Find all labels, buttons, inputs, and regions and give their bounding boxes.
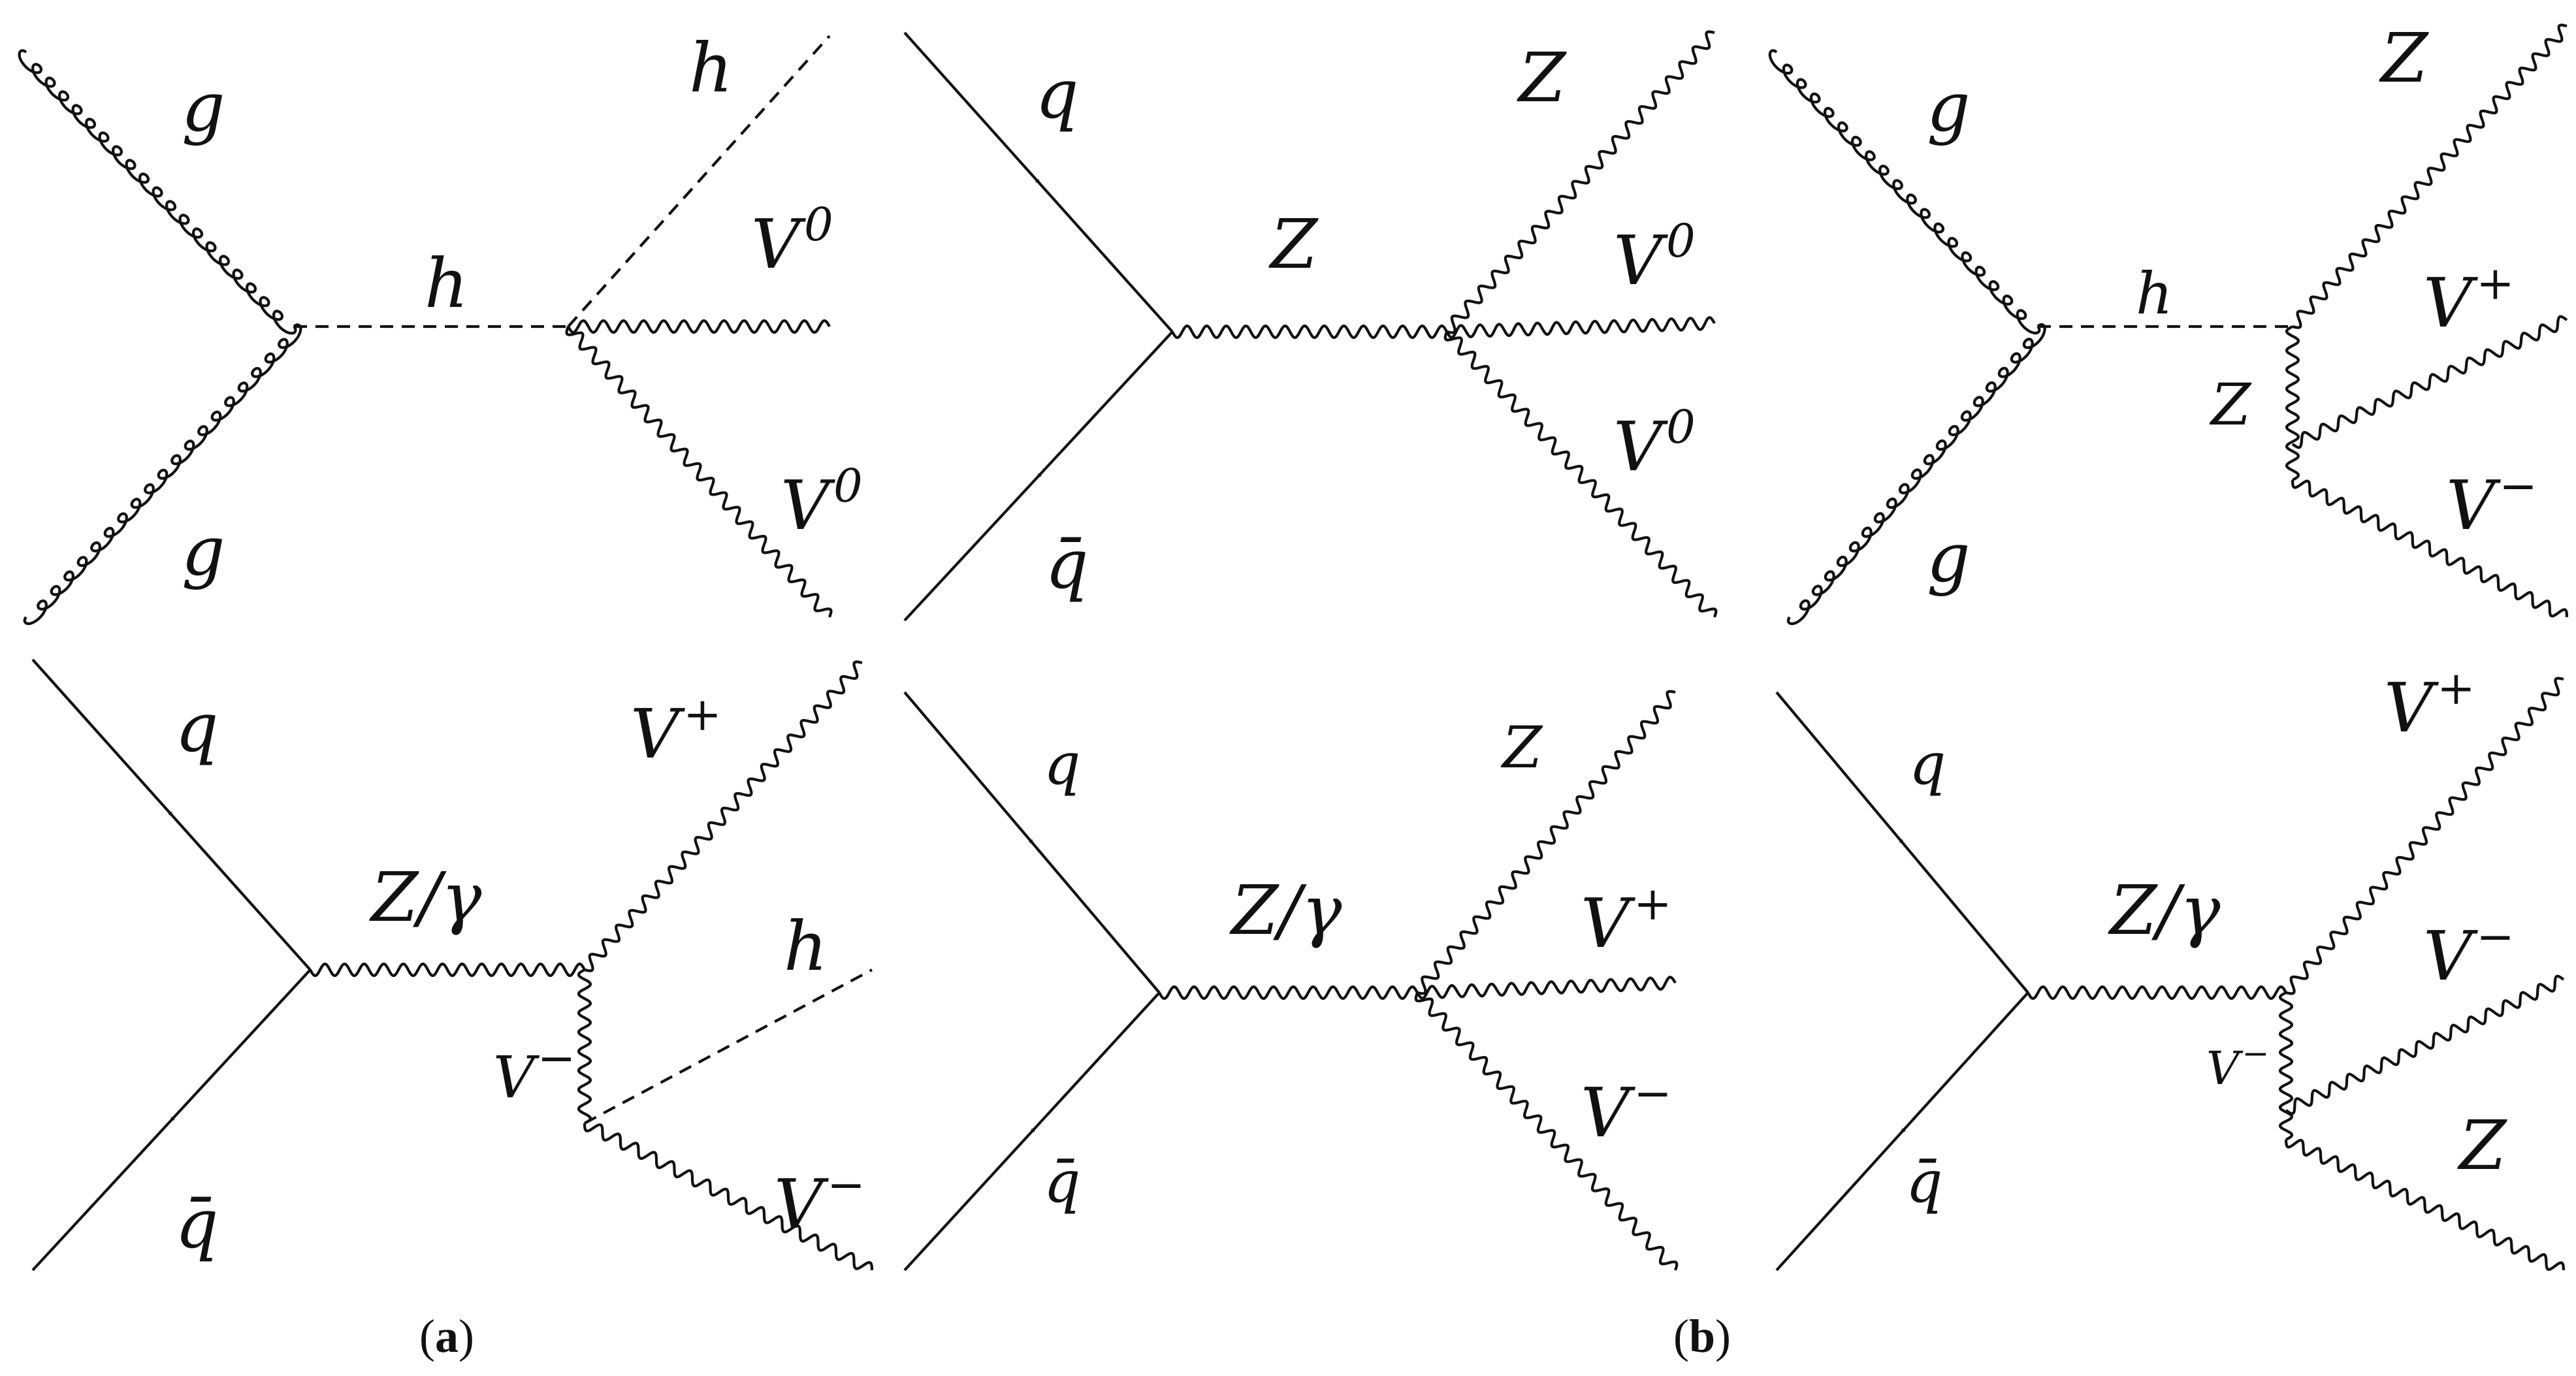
label-out-vminus: V− xyxy=(1581,1066,1672,1153)
propagator-line xyxy=(2027,985,2287,1000)
label-out-v3: V0 xyxy=(781,459,863,545)
antiquark-line xyxy=(903,330,1174,622)
diagram-qq-zgamma-vvh: q q̄ Z/γ V− V+ h V− xyxy=(175,688,865,1264)
higgs-out-line xyxy=(567,35,831,328)
boson-out-line xyxy=(567,319,831,334)
label-inner-v: V− xyxy=(493,1031,575,1111)
label-antiquark: q̄ xyxy=(1044,1148,1080,1215)
boson-out-line xyxy=(583,1123,874,1271)
quark-line xyxy=(31,658,312,971)
antiquark-line xyxy=(31,968,312,1272)
label-gluon-bottom: g xyxy=(182,511,225,591)
caption-a: (a) xyxy=(419,1310,474,1362)
label-out-higgs: h xyxy=(784,906,828,986)
label-propagator: Z xyxy=(1268,204,1319,284)
propagator-line xyxy=(1158,985,1419,1000)
label-out-v2: V0 xyxy=(1613,214,1696,300)
label-out-vminus: V− xyxy=(774,1158,865,1244)
label-antiquark: q̄ xyxy=(1906,1148,1942,1215)
label-out-vplus: V+ xyxy=(630,688,722,774)
gluon-line xyxy=(18,49,297,335)
label-out-higgs: h xyxy=(689,28,733,108)
label-inner-v: V− xyxy=(2206,1034,2269,1095)
boson-out-line xyxy=(1417,690,1676,995)
boson-out-line xyxy=(1446,30,1715,334)
boson-out-line xyxy=(1416,976,1677,1000)
label-out-vminus: V− xyxy=(2423,910,2515,996)
label-out-v2: V0 xyxy=(751,198,833,284)
antiquark-line xyxy=(1775,991,2029,1272)
gluon-line xyxy=(23,323,302,626)
quark-line xyxy=(903,31,1174,333)
label-propagator: h xyxy=(425,244,468,323)
label-out-z: Z xyxy=(2379,18,2429,98)
diagram-qq-zgamma-zvv: q q̄ Z/γ Z V+ V− xyxy=(1044,714,1672,1215)
z-propagator-line xyxy=(1171,324,1448,340)
caption-b: (b) xyxy=(1673,1310,1731,1362)
quark-line xyxy=(1775,691,2029,994)
boson-out-line xyxy=(2285,974,2565,1115)
label-propagator: Z/γ xyxy=(1229,871,1342,950)
label-propagator: h xyxy=(2136,260,2173,327)
propagator-line xyxy=(309,962,586,978)
diagram-gg-h-zvv: g g h Z Z V+ V− xyxy=(1927,18,2537,598)
label-quark: q xyxy=(1044,730,1080,797)
diagram-qq-zgamma-vvz: q q̄ Z/γ V− V+ V− Z xyxy=(1906,662,2515,1215)
label-out-vplus: V+ xyxy=(2384,662,2475,748)
inner-v-line xyxy=(577,968,592,1125)
label-antiquark: q̄ xyxy=(175,1184,219,1264)
label-out-vminus: V− xyxy=(2446,459,2537,545)
inner-z-line xyxy=(2285,325,2300,481)
boson-out-line xyxy=(2285,677,2564,995)
label-gluon-top: g xyxy=(1927,67,1971,147)
gluon-line xyxy=(1786,323,2046,626)
boson-out-line xyxy=(1414,992,1679,1271)
boson-out-line xyxy=(2284,1138,2566,1272)
label-out-z: Z xyxy=(1500,714,1543,781)
inner-v-line xyxy=(2278,991,2294,1141)
diagram-lines xyxy=(18,24,2569,1272)
higgs-out-line xyxy=(584,968,873,1125)
label-antiquark: q̄ xyxy=(1045,524,1089,604)
label-gluon-bottom: g xyxy=(1927,518,1971,598)
label-gluon-top: g xyxy=(182,67,225,147)
boson-out-line xyxy=(2292,24,2568,329)
label-out-vplus: V+ xyxy=(2423,257,2515,343)
label-propagator: Z/γ xyxy=(2108,871,2221,950)
boson-out-line xyxy=(2291,479,2569,618)
gluon-line xyxy=(1768,49,2041,335)
boson-out-line xyxy=(1443,331,1718,618)
label-propagator: Z/γ xyxy=(369,857,482,937)
boson-out-line xyxy=(565,326,833,618)
diagram-qq-z-zvv: q q̄ Z Z V0 V0 xyxy=(1035,38,1696,604)
boson-out-line xyxy=(584,660,863,972)
quark-line xyxy=(903,691,1161,994)
label-out-vplus: V+ xyxy=(1581,877,1672,963)
label-quark: q xyxy=(1035,54,1079,134)
antiquark-line xyxy=(903,991,1161,1272)
label-inner-z: Z xyxy=(2209,371,2252,438)
label-quark: q xyxy=(175,688,219,767)
label-out-z: Z xyxy=(2457,1106,2507,1185)
label-out-z: Z xyxy=(1517,38,1567,118)
label-out-v3: V0 xyxy=(1613,400,1696,487)
boson-out-line xyxy=(2291,315,2568,449)
label-quark: q xyxy=(1909,730,1946,797)
diagram-gg-h-hvv: g g h h V0 V0 xyxy=(182,28,863,591)
boson-out-line xyxy=(1445,316,1716,339)
